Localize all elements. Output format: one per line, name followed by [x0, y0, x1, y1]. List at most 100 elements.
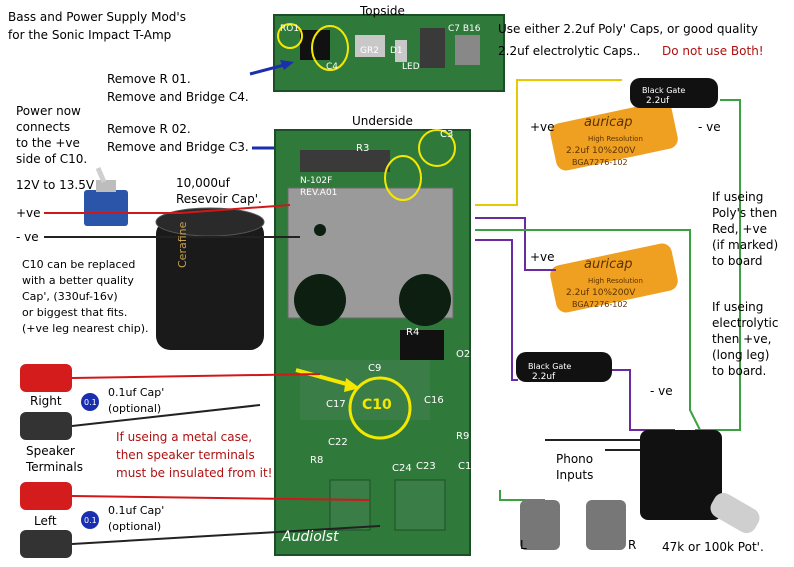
note-electro-3: then +ve,	[712, 332, 772, 346]
phono-jacks	[520, 500, 626, 550]
cap-badges	[81, 393, 99, 529]
note-c10-5: (+ve leg nearest chip).	[22, 322, 149, 335]
note-remove-r01: Remove R 01.	[107, 72, 191, 86]
reservoir-brand: Cerafine	[176, 221, 189, 268]
title-line1: Bass and Power Supply Mod's	[8, 10, 186, 24]
board-label-r9: R9	[456, 431, 470, 442]
cap-right-1: 0.1uf Cap'	[108, 386, 165, 399]
board-label-c18: C18	[458, 461, 478, 472]
note-poly-4: (if marked)	[712, 238, 779, 252]
cap2-minus: - ve	[650, 384, 673, 398]
board-label-r3: R3	[356, 143, 370, 154]
auricap-brand-2: auricap	[584, 257, 633, 272]
label-pot: 47k or 100k Pot'.	[662, 540, 764, 554]
underside-board	[274, 129, 471, 556]
label-speaker-2: Terminals	[26, 460, 83, 474]
board-label-n102: N-102F	[300, 176, 333, 186]
caps-warning: Do not use Both!	[662, 44, 764, 58]
yellow-arrow	[295, 368, 360, 392]
warning-metal-3: must be insulated from it!	[116, 466, 273, 480]
auricap-value-1: 2.2uf 10%200V	[566, 146, 636, 156]
board-label-c24: C24	[392, 463, 412, 474]
black-gate-value: 2.2uf	[646, 96, 670, 106]
note-reservoir-2: Resevoir Cap'.	[176, 192, 262, 206]
note-power-now-2: connects	[16, 120, 71, 134]
note-power-now-1: Power now	[16, 104, 81, 118]
warning-metal-1: If useing a metal case,	[116, 430, 253, 444]
label-phono-r: R	[628, 538, 637, 552]
note-poly-1: If useing	[712, 190, 764, 204]
board-label-c10: C10	[362, 397, 392, 413]
board-label-gr2: GR2	[360, 46, 379, 56]
note-electro-1: If useing	[712, 300, 764, 314]
signature: Audiolst	[282, 529, 339, 545]
note-poly-3: Red, +ve	[712, 222, 767, 236]
board-label-ro1: RO1	[280, 24, 300, 34]
board-label-c4: C4	[326, 62, 339, 72]
note-power-now-4: side of C10.	[16, 152, 88, 166]
caps-line2: 2.2uf electrolytic Caps..	[498, 44, 641, 58]
topside-heading: Topside	[360, 4, 405, 18]
note-poly-2: Poly's then	[712, 206, 778, 220]
toggle-switch-icon	[84, 167, 128, 226]
note-c10-4: or biggest that fits.	[22, 306, 128, 319]
note-electro-2: electrolytic	[712, 316, 779, 330]
note-electro-5: to board.	[712, 364, 767, 378]
underside-heading: Underside	[352, 114, 413, 128]
board-label-c22: C22	[328, 437, 348, 448]
label-plus-ve: +ve	[16, 206, 41, 220]
auricap-code-2: BGA7276-102	[572, 300, 628, 309]
board-label-d1: D1	[390, 46, 403, 56]
note-electro-4: (long leg)	[712, 348, 770, 362]
note-poly-5: to board	[712, 254, 763, 268]
auricap-brand-1: auricap	[584, 115, 633, 130]
title-line2: for the Sonic Impact T-Amp	[8, 28, 172, 42]
signal-wires	[475, 79, 741, 501]
label-minus-ve: - ve	[16, 230, 39, 244]
label-left: Left	[34, 514, 57, 528]
cap1-plus: +ve	[530, 120, 555, 134]
badge-right: 0.1	[84, 398, 97, 407]
power-wires	[44, 204, 300, 238]
note-remove-r02: Remove R 02.	[107, 122, 191, 136]
black-gate-label: Black Gate	[642, 86, 686, 95]
board-label-c23: C23	[416, 461, 436, 472]
topside-board	[273, 14, 505, 92]
auricap-code-1: BGA7276-102	[572, 158, 628, 167]
reservoir-capacitor	[155, 207, 265, 350]
note-c10-2: with a better quality	[22, 274, 134, 287]
label-phono-l: L	[520, 538, 527, 552]
label-phono-2: Inputs	[556, 468, 594, 482]
black-gate-value-2: 2.2uf	[532, 372, 556, 382]
board-label-rev: REV.A01	[300, 188, 338, 198]
caps-line1: Use either 2.2uf Poly' Caps, or good qua…	[498, 22, 758, 36]
board-label-c7b16: C7 B16	[448, 24, 481, 34]
black-gate-label-2: Black Gate	[528, 362, 572, 371]
auricap-sub-1: High Resolution	[588, 135, 643, 143]
note-voltage: 12V to 13.5V	[16, 178, 95, 192]
board-label-led: LED	[402, 62, 420, 72]
board-label-r4: R4	[406, 327, 420, 338]
cap-left-1: 0.1uf Cap'	[108, 504, 165, 517]
label-phono-1: Phono	[556, 452, 594, 466]
speaker-terminals	[20, 364, 381, 558]
board-label-c9: C9	[368, 363, 382, 374]
warning-metal-2: then speaker terminals	[116, 448, 255, 462]
label-right: Right	[30, 394, 62, 408]
label-speaker-1: Speaker	[26, 444, 75, 458]
note-bridge-c4: Remove and Bridge C4.	[107, 90, 249, 104]
board-label-c16: C16	[424, 395, 444, 406]
note-bridge-c3: Remove and Bridge C3.	[107, 140, 249, 154]
cap-left-2: (optional)	[108, 520, 162, 533]
auricap-value-2: 2.2uf 10%200V	[566, 288, 636, 298]
note-power-now-3: to the +ve	[16, 136, 80, 150]
note-c10-1: C10 can be replaced	[22, 258, 136, 271]
note-c10-3: Cap', (330uf-16v)	[22, 290, 118, 303]
badge-left: 0.1	[84, 516, 97, 525]
auricap-sub-2: High Resolution	[588, 277, 643, 285]
note-reservoir-1: 10,000uf	[176, 176, 230, 190]
signal-capacitors	[516, 78, 718, 382]
board-label-c17: C17	[326, 399, 346, 410]
board-label-c3: C3	[440, 129, 454, 140]
